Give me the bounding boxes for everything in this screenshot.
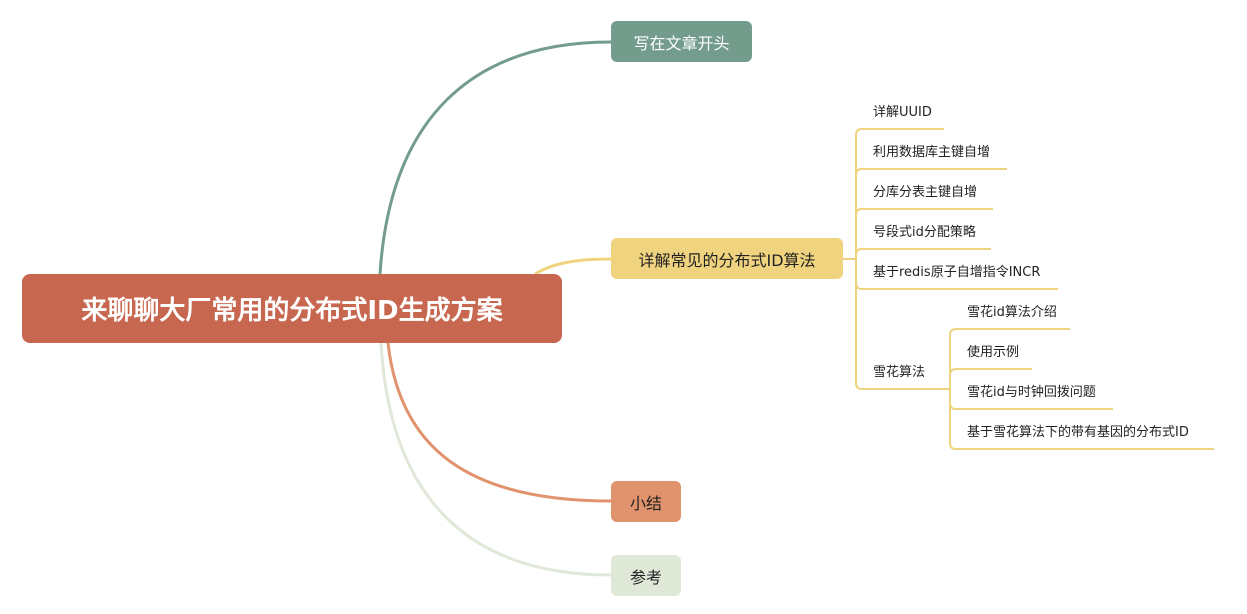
underline-redis	[855, 282, 1058, 290]
root-topic[interactable]: 来聊聊大厂常用的分布式ID生成方案	[22, 274, 562, 343]
topic-redis-incr[interactable]: 基于redis原子自增指令INCR	[873, 265, 1040, 280]
topic-db-autoincrement[interactable]: 利用数据库主键自增	[873, 144, 990, 160]
underline-sf-intro	[949, 328, 1070, 336]
underline-snowflake	[855, 382, 950, 390]
topic-intro[interactable]: 写在文章开头	[611, 21, 752, 62]
underline-sharding	[855, 208, 993, 216]
underline-sf-example	[949, 368, 1032, 376]
underline-uuid	[855, 128, 944, 136]
topic-segment-id[interactable]: 号段式id分配策略	[873, 224, 976, 240]
topic-snowflake[interactable]: 雪花算法	[873, 364, 925, 380]
topic-algorithms[interactable]: 详解常见的分布式ID算法	[611, 238, 843, 279]
connector-intro	[378, 40, 612, 275]
topic-uuid[interactable]: 详解UUID	[873, 105, 932, 120]
topic-sharding-autoincrement[interactable]: 分库分表主键自增	[873, 184, 977, 200]
underline-db	[855, 168, 1007, 176]
topic-snowflake-gene[interactable]: 基于雪花算法下的带有基因的分布式ID	[967, 424, 1189, 440]
connector-summary	[386, 342, 612, 503]
connector-references	[379, 342, 612, 577]
underline-sf-gene	[949, 442, 1214, 450]
underline-sf-clock	[949, 402, 1113, 410]
topic-snowflake-intro[interactable]: 雪花id算法介绍	[967, 304, 1057, 320]
underline-segment	[855, 248, 991, 256]
topic-snowflake-example[interactable]: 使用示例	[967, 344, 1019, 360]
topic-summary[interactable]: 小结	[611, 481, 681, 522]
topic-references[interactable]: 参考	[611, 555, 681, 596]
connector-algorithms	[534, 257, 612, 276]
topic-snowflake-clock[interactable]: 雪花id与时钟回拨问题	[967, 384, 1096, 400]
